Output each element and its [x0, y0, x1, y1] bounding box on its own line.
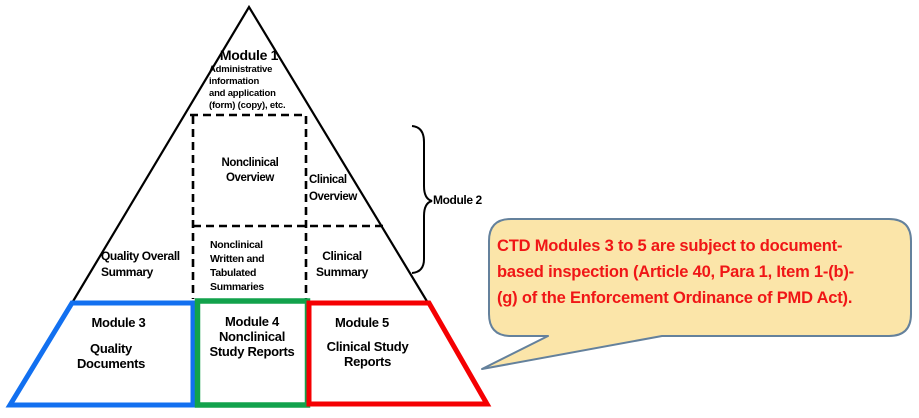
callout-text: CTD Modules 3 to 5 are subject to docume…: [497, 237, 854, 307]
module2-label: Module 2: [433, 193, 482, 207]
module5-title: Module 5: [335, 315, 389, 330]
module3-body: Quality Documents: [76, 341, 146, 371]
module1-description: Administrative information and applicati…: [209, 64, 286, 111]
callout-bubble: [481, 218, 912, 370]
clinical-summary-label: Clinical Summary: [316, 249, 368, 279]
module3-title: Module 3: [91, 315, 146, 330]
module5-body: Clinical Study Reports: [326, 339, 409, 369]
module3-box: [5, 300, 196, 408]
quality-overall-summary-label: Quality Overall Summary: [101, 249, 180, 279]
module1-title: Module 1: [219, 47, 279, 63]
nonclinical-overview-label: Nonclinical Overview: [221, 157, 279, 184]
module4-title: Module 4: [225, 314, 279, 329]
nonclinical-written-summaries-label: Nonclinical Written and Tabulated Summar…: [210, 239, 265, 293]
module5-box: [306, 300, 492, 407]
module2-brace: [411, 125, 433, 274]
module4-body: Nonclinical Study Reports: [209, 329, 295, 359]
pyramid-outline: [71, 4, 429, 304]
clinical-overview-label: Clinical Overview: [309, 174, 357, 203]
